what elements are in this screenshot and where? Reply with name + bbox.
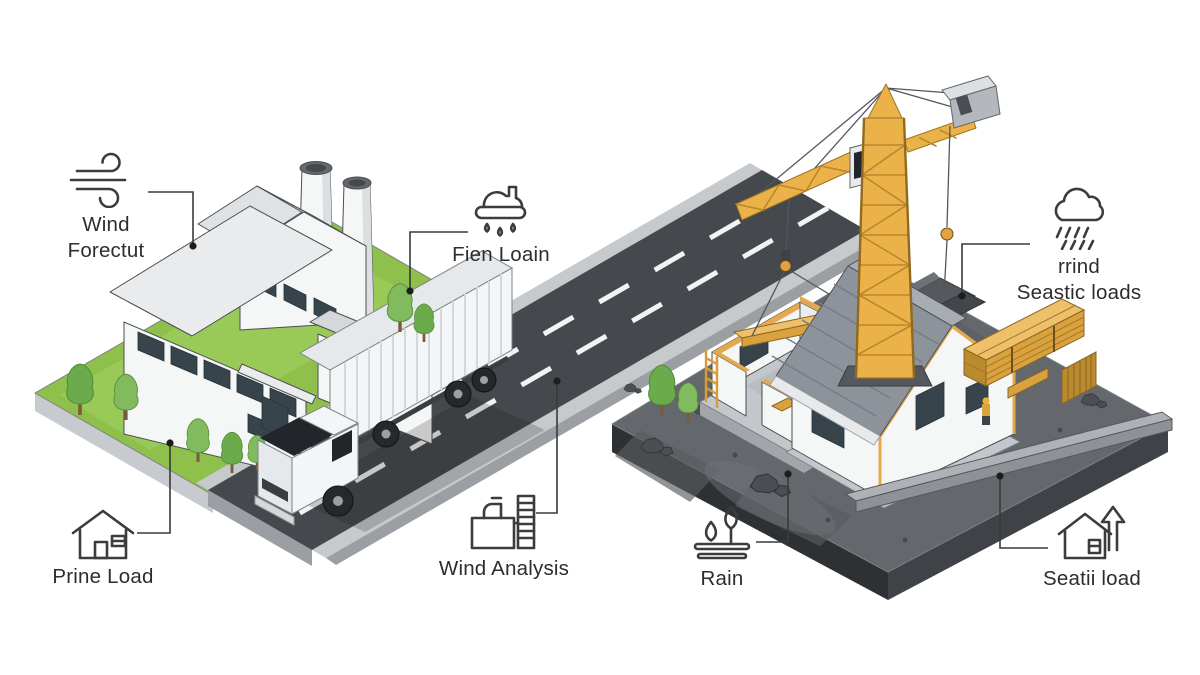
callout-wind-analysis: Wind Analysis (404, 490, 604, 582)
rain-cloud-icon (474, 185, 527, 237)
testing-machine-icon (470, 494, 536, 550)
wind-icon (69, 152, 127, 208)
callout-text: Forectut (67, 239, 145, 262)
lane-dashes (272, 205, 830, 531)
house-uplift-icon (1057, 505, 1126, 560)
callout-text: Prine Load (52, 565, 154, 588)
worker (982, 397, 990, 425)
callout-text: Rain (700, 567, 744, 590)
callout-text: Seastic loads (1016, 281, 1142, 304)
crane-hook (781, 250, 790, 265)
rocks (623, 383, 1108, 543)
callout-dead-load: Prine Load (23, 506, 183, 590)
callout-storm-loads: rrind Seastic loads (979, 186, 1179, 306)
callout-text: Seatii load (1043, 567, 1141, 590)
storm-cloud-icon (1054, 187, 1105, 250)
callout-uplift-load: Seatii load (992, 498, 1192, 592)
concrete-beam (844, 411, 1174, 513)
truck-shadow (292, 396, 545, 532)
callout-rain: Rain (652, 502, 792, 592)
callout-text: Wind (82, 213, 130, 236)
ladder (704, 350, 719, 408)
crane-cable-hook (940, 125, 954, 297)
house-icon (71, 509, 135, 560)
callout-rain-load: Fien Loain (421, 176, 581, 268)
callout-text: Wind Analysis (438, 557, 570, 580)
callout-text: rrind (1057, 255, 1100, 278)
truck-cab (254, 405, 360, 526)
tower-crane (735, 75, 1001, 387)
lumber-stack (962, 298, 1097, 405)
plant-drops-icon (693, 505, 751, 560)
leader-lines (137, 191, 1048, 549)
callout-text: Fien Loain (452, 243, 550, 266)
callout-wind-forecast: Wind Forectut (21, 150, 191, 264)
